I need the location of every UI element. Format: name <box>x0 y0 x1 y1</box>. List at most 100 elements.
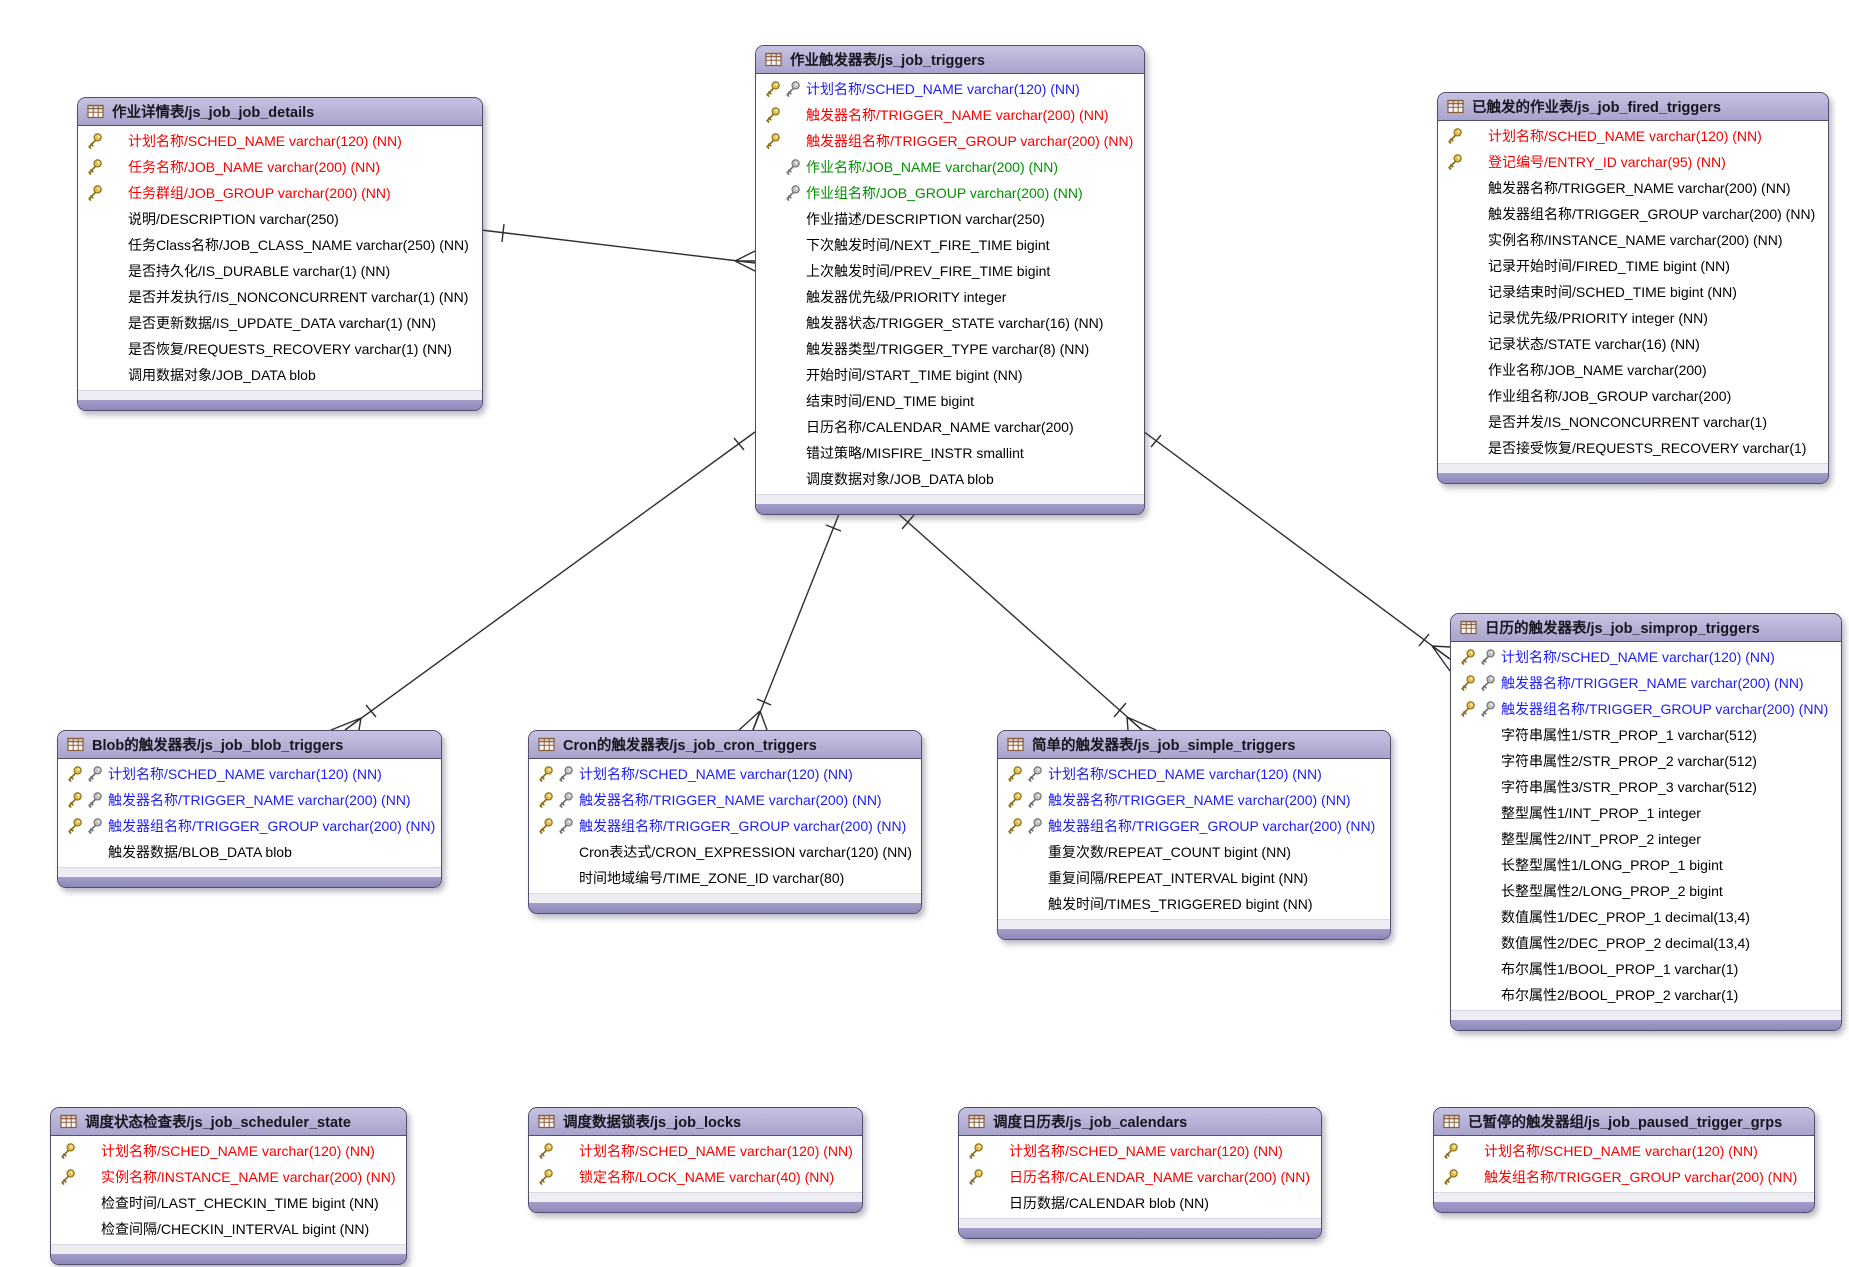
relationship-triggers-blob_triggers[interactable] <box>330 431 756 731</box>
column-row[interactable]: 检查间隔/CHECKIN_INTERVAL bigint (NN) <box>51 1216 406 1242</box>
table-header[interactable]: 日历的触发器表/js_job_simprop_triggers <box>1451 614 1841 642</box>
table-header[interactable]: 作业触发器表/js_job_triggers <box>756 46 1144 74</box>
column-row[interactable]: 触发器状态/TRIGGER_STATE varchar(16) (NN) <box>756 310 1144 336</box>
column-row[interactable]: 记录结束时间/SCHED_TIME bigint (NN) <box>1438 279 1828 305</box>
column-row[interactable]: 触发器名称/TRIGGER_NAME varchar(200) (NN) <box>756 102 1144 128</box>
column-row[interactable]: 结束时间/END_TIME bigint <box>756 388 1144 414</box>
column-row[interactable]: 触发器组名称/TRIGGER_GROUP varchar(200) (NN) <box>1451 696 1841 722</box>
column-row[interactable]: 触发器优先级/PRIORITY integer <box>756 284 1144 310</box>
column-row[interactable]: 数值属性1/DEC_PROP_1 decimal(13,4) <box>1451 904 1841 930</box>
column-row[interactable]: 触发器数据/BLOB_DATA blob <box>58 839 441 865</box>
column-row[interactable]: 布尔属性1/BOOL_PROP_1 varchar(1) <box>1451 956 1841 982</box>
column-row[interactable]: 触发器组名称/TRIGGER_GROUP varchar(200) (NN) <box>998 813 1390 839</box>
relationship-triggers-simprop_triggers[interactable] <box>1142 430 1451 672</box>
relationship-triggers-simple_triggers[interactable] <box>892 508 1157 731</box>
table-header[interactable]: 调度日历表/js_job_calendars <box>959 1108 1321 1136</box>
table-header[interactable]: Cron的触发器表/js_job_cron_triggers <box>529 731 921 759</box>
table-js_job_calendars[interactable]: 调度日历表/js_job_calendars 计划名称/SCHED_NAME v… <box>958 1107 1322 1239</box>
column-row[interactable]: 整型属性1/INT_PROP_1 integer <box>1451 800 1841 826</box>
column-row[interactable]: 字符串属性1/STR_PROP_1 varchar(512) <box>1451 722 1841 748</box>
table-header[interactable]: 已触发的作业表/js_job_fired_triggers <box>1438 93 1828 121</box>
column-row[interactable]: 数值属性2/DEC_PROP_2 decimal(13,4) <box>1451 930 1841 956</box>
column-row[interactable]: 作业组名称/JOB_GROUP varchar(200) <box>1438 383 1828 409</box>
column-row[interactable]: 任务群组/JOB_GROUP varchar(200) (NN) <box>78 180 482 206</box>
column-row[interactable]: 计划名称/SCHED_NAME varchar(120) (NN) <box>51 1138 406 1164</box>
column-row[interactable]: 触发组名称/TRIGGER_GROUP varchar(200) (NN) <box>1434 1164 1814 1190</box>
column-row[interactable]: 重复间隔/REPEAT_INTERVAL bigint (NN) <box>998 865 1390 891</box>
column-row[interactable]: 字符串属性3/STR_PROP_3 varchar(512) <box>1451 774 1841 800</box>
column-row[interactable]: 调用数据对象/JOB_DATA blob <box>78 362 482 388</box>
column-row[interactable]: 计划名称/SCHED_NAME varchar(120) (NN) <box>1434 1138 1814 1164</box>
column-row[interactable]: 长整型属性1/LONG_PROP_1 bigint <box>1451 852 1841 878</box>
column-row[interactable]: 计划名称/SCHED_NAME varchar(120) (NN) <box>959 1138 1321 1164</box>
table-header[interactable]: 调度状态检查表/js_job_scheduler_state <box>51 1108 406 1136</box>
column-row[interactable]: 计划名称/SCHED_NAME varchar(120) (NN) <box>529 1138 862 1164</box>
table-js_job_fired_triggers[interactable]: 已触发的作业表/js_job_fired_triggers 计划名称/SCHED… <box>1437 92 1829 484</box>
column-row[interactable]: 日历名称/CALENDAR_NAME varchar(200) (NN) <box>959 1164 1321 1190</box>
column-row[interactable]: 记录状态/STATE varchar(16) (NN) <box>1438 331 1828 357</box>
column-row[interactable]: 是否更新数据/IS_UPDATE_DATA varchar(1) (NN) <box>78 310 482 336</box>
column-row[interactable]: 计划名称/SCHED_NAME varchar(120) (NN) <box>1438 123 1828 149</box>
column-row[interactable]: 实例名称/INSTANCE_NAME varchar(200) (NN) <box>1438 227 1828 253</box>
column-row[interactable]: 字符串属性2/STR_PROP_2 varchar(512) <box>1451 748 1841 774</box>
column-row[interactable]: 触发器名称/TRIGGER_NAME varchar(200) (NN) <box>529 787 921 813</box>
table-header[interactable]: 已暂停的触发器组/js_job_paused_trigger_grps <box>1434 1108 1814 1136</box>
table-header[interactable]: 调度数据锁表/js_job_locks <box>529 1108 862 1136</box>
column-row[interactable]: 是否并发执行/IS_NONCONCURRENT varchar(1) (NN) <box>78 284 482 310</box>
column-row[interactable]: Cron表达式/CRON_EXPRESSION varchar(120) (NN… <box>529 839 921 865</box>
column-row[interactable]: 登记编号/ENTRY_ID varchar(95) (NN) <box>1438 149 1828 175</box>
column-row[interactable]: 记录优先级/PRIORITY integer (NN) <box>1438 305 1828 331</box>
column-row[interactable]: 检查时间/LAST_CHECKIN_TIME bigint (NN) <box>51 1190 406 1216</box>
column-row[interactable]: 触发器组名称/TRIGGER_GROUP varchar(200) (NN) <box>756 128 1144 154</box>
column-row[interactable]: 下次触发时间/NEXT_FIRE_TIME bigint <box>756 232 1144 258</box>
column-row[interactable]: 错过策略/MISFIRE_INSTR smallint <box>756 440 1144 466</box>
table-header[interactable]: Blob的触发器表/js_job_blob_triggers <box>58 731 441 759</box>
column-row[interactable]: 触发器名称/TRIGGER_NAME varchar(200) (NN) <box>998 787 1390 813</box>
column-row[interactable]: 计划名称/SCHED_NAME varchar(120) (NN) <box>998 761 1390 787</box>
column-row[interactable]: 任务Class名称/JOB_CLASS_NAME varchar(250) (N… <box>78 232 482 258</box>
column-row[interactable]: 触发器名称/TRIGGER_NAME varchar(200) (NN) <box>1438 175 1828 201</box>
column-row[interactable]: 触发器类型/TRIGGER_TYPE varchar(8) (NN) <box>756 336 1144 362</box>
column-row[interactable]: 开始时间/START_TIME bigint (NN) <box>756 362 1144 388</box>
column-row[interactable]: 作业描述/DESCRIPTION varchar(250) <box>756 206 1144 232</box>
column-row[interactable]: 是否并发/IS_NONCONCURRENT varchar(1) <box>1438 409 1828 435</box>
table-js_job_cron_triggers[interactable]: Cron的触发器表/js_job_cron_triggers 计划名称/SCHE… <box>528 730 922 914</box>
column-row[interactable]: 日历数据/CALENDAR blob (NN) <box>959 1190 1321 1216</box>
column-row[interactable]: 计划名称/SCHED_NAME varchar(120) (NN) <box>529 761 921 787</box>
column-row[interactable]: 记录开始时间/FIRED_TIME bigint (NN) <box>1438 253 1828 279</box>
table-js_job_blob_triggers[interactable]: Blob的触发器表/js_job_blob_triggers 计划名称/SCHE… <box>57 730 442 888</box>
column-row[interactable]: 计划名称/SCHED_NAME varchar(120) (NN) <box>78 128 482 154</box>
column-row[interactable]: 作业名称/JOB_NAME varchar(200) <box>1438 357 1828 383</box>
relationship-triggers-cron_triggers[interactable] <box>738 508 842 731</box>
column-row[interactable]: 是否恢复/REQUESTS_RECOVERY varchar(1) (NN) <box>78 336 482 362</box>
column-row[interactable]: 触发器组名称/TRIGGER_GROUP varchar(200) (NN) <box>58 813 441 839</box>
column-row[interactable]: 触发时间/TIMES_TRIGGERED bigint (NN) <box>998 891 1390 917</box>
column-row[interactable]: 触发器名称/TRIGGER_NAME varchar(200) (NN) <box>58 787 441 813</box>
column-row[interactable]: 任务名称/JOB_NAME varchar(200) (NN) <box>78 154 482 180</box>
table-js_job_locks[interactable]: 调度数据锁表/js_job_locks 计划名称/SCHED_NAME varc… <box>528 1107 863 1213</box>
column-row[interactable]: 重复次数/REPEAT_COUNT bigint (NN) <box>998 839 1390 865</box>
column-row[interactable]: 调度数据对象/JOB_DATA blob <box>756 466 1144 492</box>
table-js_job_paused_trigger_grps[interactable]: 已暂停的触发器组/js_job_paused_trigger_grps 计划名称… <box>1433 1107 1815 1213</box>
table-js_job_simprop_triggers[interactable]: 日历的触发器表/js_job_simprop_triggers 计划名称/SCH… <box>1450 613 1842 1031</box>
table-js_job_triggers[interactable]: 作业触发器表/js_job_triggers 计划名称/SCHED_NAME v… <box>755 45 1145 515</box>
table-js_job_simple_triggers[interactable]: 简单的触发器表/js_job_simple_triggers 计划名称/SCHE… <box>997 730 1391 940</box>
column-row[interactable]: 整型属性2/INT_PROP_2 integer <box>1451 826 1841 852</box>
column-row[interactable]: 长整型属性2/LONG_PROP_2 bigint <box>1451 878 1841 904</box>
column-row[interactable]: 时间地域编号/TIME_ZONE_ID varchar(80) <box>529 865 921 891</box>
column-row[interactable]: 说明/DESCRIPTION varchar(250) <box>78 206 482 232</box>
column-row[interactable]: 锁定名称/LOCK_NAME varchar(40) (NN) <box>529 1164 862 1190</box>
table-header[interactable]: 简单的触发器表/js_job_simple_triggers <box>998 731 1390 759</box>
column-row[interactable]: 是否接受恢复/REQUESTS_RECOVERY varchar(1) <box>1438 435 1828 461</box>
column-row[interactable]: 实例名称/INSTANCE_NAME varchar(200) (NN) <box>51 1164 406 1190</box>
table-js_job_scheduler_state[interactable]: 调度状态检查表/js_job_scheduler_state 计划名称/SCHE… <box>50 1107 407 1265</box>
column-row[interactable]: 作业组名称/JOB_GROUP varchar(200) (NN) <box>756 180 1144 206</box>
column-row[interactable]: 计划名称/SCHED_NAME varchar(120) (NN) <box>58 761 441 787</box>
column-row[interactable]: 触发器组名称/TRIGGER_GROUP varchar(200) (NN) <box>1438 201 1828 227</box>
column-row[interactable]: 作业名称/JOB_NAME varchar(200) (NN) <box>756 154 1144 180</box>
table-header[interactable]: 作业详情表/js_job_job_details <box>78 98 482 126</box>
column-row[interactable]: 计划名称/SCHED_NAME varchar(120) (NN) <box>1451 644 1841 670</box>
column-row[interactable]: 触发器组名称/TRIGGER_GROUP varchar(200) (NN) <box>529 813 921 839</box>
column-row[interactable]: 上次触发时间/PREV_FIRE_TIME bigint <box>756 258 1144 284</box>
relationship-job_details-triggers[interactable] <box>480 223 756 272</box>
